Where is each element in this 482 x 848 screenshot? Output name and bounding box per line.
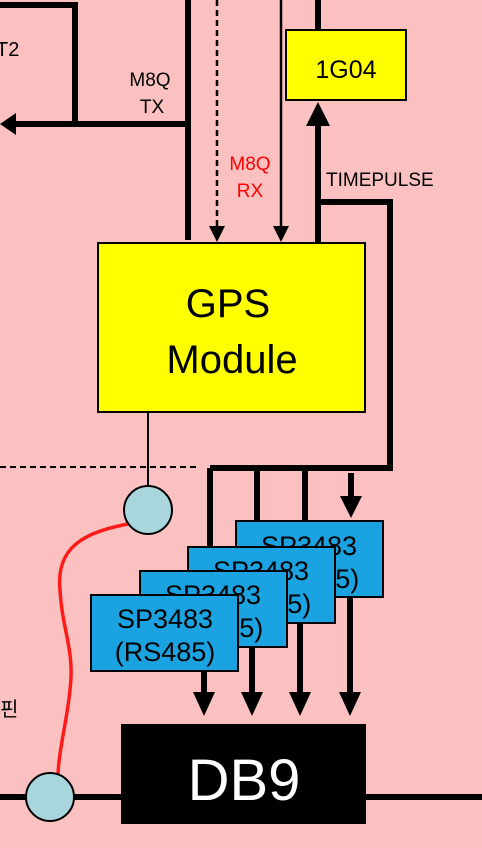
rx-arrowhead (273, 226, 289, 242)
timepulse-route-wire (210, 199, 393, 471)
db9-input-4-arrowhead (339, 692, 361, 716)
left-output-arrowhead (0, 113, 16, 135)
m8q-tx-label-line2: TX (140, 97, 165, 118)
ic-1g04-block: 1G04 (285, 29, 407, 101)
db9-connector-block: DB9 (121, 724, 366, 824)
antenna-cable (55, 520, 139, 801)
rx-dashed-arrowhead (209, 226, 225, 242)
timepulse-up-arrowhead (306, 102, 330, 126)
bus-drop-4-arrowhead (340, 496, 362, 518)
antenna-connector-bottom (25, 772, 75, 822)
gps-module-block: GPS Module (97, 242, 366, 413)
db9-input-3-arrowhead (289, 692, 311, 716)
m8q-tx-label-line1: M8Q (129, 70, 170, 91)
corner-fragment-label: T2 (0, 39, 19, 61)
timepulse-label: TIMEPULSE (326, 170, 434, 191)
pin-fragment-label: 핀 (0, 698, 18, 721)
transceiver-1-line1: SP3483 (117, 604, 213, 634)
m8q-rx-label-line1: M8Q (229, 154, 270, 175)
m8q-rx-label-line2: RX (237, 181, 264, 202)
antenna-connector-top (123, 485, 173, 535)
gps-module-label-line1: GPS (186, 282, 270, 326)
gps-module-label-line2: Module (166, 338, 297, 382)
db9-input-2-arrowhead (241, 692, 263, 716)
transceiver-1: SP3483 (RS485) (90, 594, 239, 672)
db9-input-1-arrowhead (193, 692, 215, 716)
transceiver-1-line2: (RS485) (115, 637, 216, 667)
ic-1g04-label: 1G04 (315, 56, 376, 84)
db9-label: DB9 (188, 748, 301, 813)
